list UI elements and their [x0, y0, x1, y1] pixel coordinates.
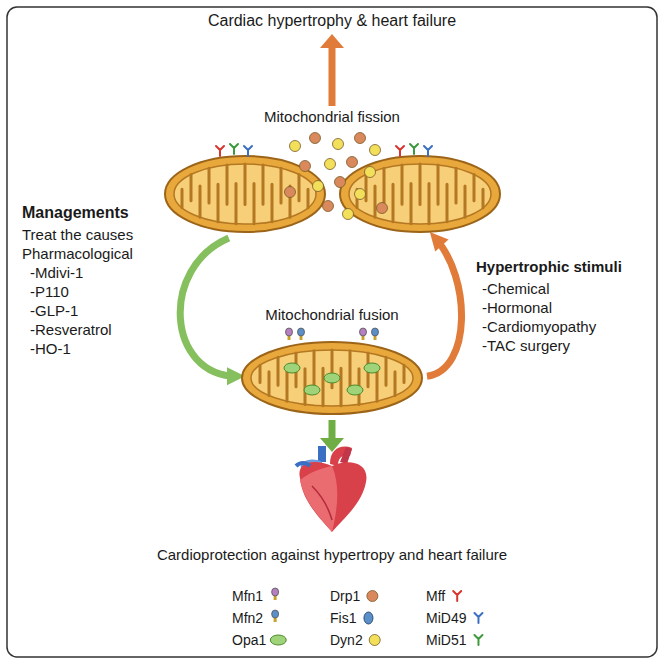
legend-symbol: [272, 610, 279, 622]
down-arrow: [329, 420, 336, 440]
legend-symbol: [453, 591, 461, 601]
node-label: Mitochondrial fission: [264, 108, 400, 125]
up-arrow-head: [320, 34, 344, 48]
note: -Chemical: [482, 280, 550, 297]
note: Cardioprotection against hypertropy and …: [157, 546, 507, 563]
legend-symbol: [474, 613, 482, 623]
note: -HO-1: [30, 340, 71, 357]
legend-text: MiD51: [426, 632, 466, 648]
note: -Hormonal: [482, 299, 552, 316]
heart-illustration: [296, 446, 366, 532]
note: -TAC surgery: [482, 337, 570, 354]
note: Treat the causes: [22, 226, 133, 243]
note: -Mdivi-1: [30, 264, 83, 281]
legend-symbol: [474, 635, 482, 645]
note: -P110: [30, 283, 69, 300]
note: Pharmacological: [22, 245, 133, 262]
legend-text: Fis1: [330, 610, 356, 626]
legend-text: Opa1: [232, 632, 266, 648]
legend-text: Dyn2: [330, 632, 363, 648]
legend-symbol: [367, 591, 378, 602]
legend-text: Drp1: [330, 588, 360, 604]
note: -Resveratrol: [30, 321, 112, 338]
up-arrow: [329, 46, 336, 106]
legend-text: Mfn2: [232, 610, 263, 626]
curved-arrow: [427, 238, 462, 376]
legend-text: Mfn1: [232, 588, 263, 604]
legend-text: Mff: [426, 588, 445, 604]
section-heading: Hypertrophic stimuli: [476, 258, 622, 275]
node-label: Mitochondrial fusion: [265, 306, 398, 323]
legend-symbol: [364, 612, 373, 624]
mitochondrion: Mitochondrial fusion: [237, 308, 427, 418]
legend-symbol: [369, 635, 380, 646]
mitochondrion-art: [160, 110, 504, 238]
legend-symbol: [270, 635, 286, 645]
section-heading: Managements: [22, 204, 129, 222]
curved-arrow: [180, 238, 237, 376]
note: -GLP-1: [30, 302, 78, 319]
frame: [7, 7, 657, 657]
note: -Cardiomyopathy: [482, 318, 596, 335]
legend-symbol: [272, 588, 279, 600]
mitochondrion-art: [237, 308, 427, 418]
mitochondrion: Mitochondrial fission: [160, 110, 504, 238]
title: Cardiac hypertrophy & heart failure: [208, 12, 456, 30]
legend-text: MiD49: [426, 610, 466, 626]
